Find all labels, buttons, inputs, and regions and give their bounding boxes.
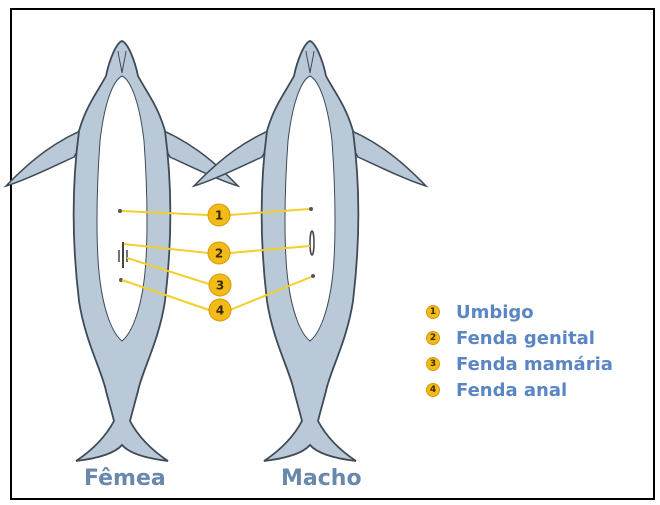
legend-item-fenda-genital: 2 Fenda genital: [426, 325, 613, 351]
legend-badge: 4: [426, 383, 440, 397]
male-label: Macho: [281, 466, 362, 491]
callout-badge-3: 3: [209, 274, 231, 296]
callout-number: 4: [216, 304, 224, 318]
callout-badge-2: 2: [208, 242, 230, 264]
legend: 1 Umbigo 2 Fenda genital 3 Fenda mamária…: [426, 299, 613, 403]
legend-badge: 2: [426, 331, 440, 345]
legend-label: Fenda mamária: [456, 354, 613, 375]
callout-badge-1: 1: [208, 204, 230, 226]
legend-label: Umbigo: [456, 302, 534, 323]
callout-number: 3: [216, 279, 224, 293]
legend-badge: 1: [426, 305, 440, 319]
legend-item-umbigo: 1 Umbigo: [426, 299, 613, 325]
callout-badge-4: 4: [209, 299, 231, 321]
callout-number: 1: [215, 209, 223, 223]
legend-label: Fenda anal: [456, 380, 567, 401]
callout-number: 2: [215, 247, 223, 261]
legend-badge: 3: [426, 357, 440, 371]
legend-item-fenda-mamaria: 3 Fenda mamária: [426, 351, 613, 377]
legend-item-fenda-anal: 4 Fenda anal: [426, 377, 613, 403]
legend-label: Fenda genital: [456, 328, 595, 349]
female-label: Fêmea: [84, 466, 166, 491]
